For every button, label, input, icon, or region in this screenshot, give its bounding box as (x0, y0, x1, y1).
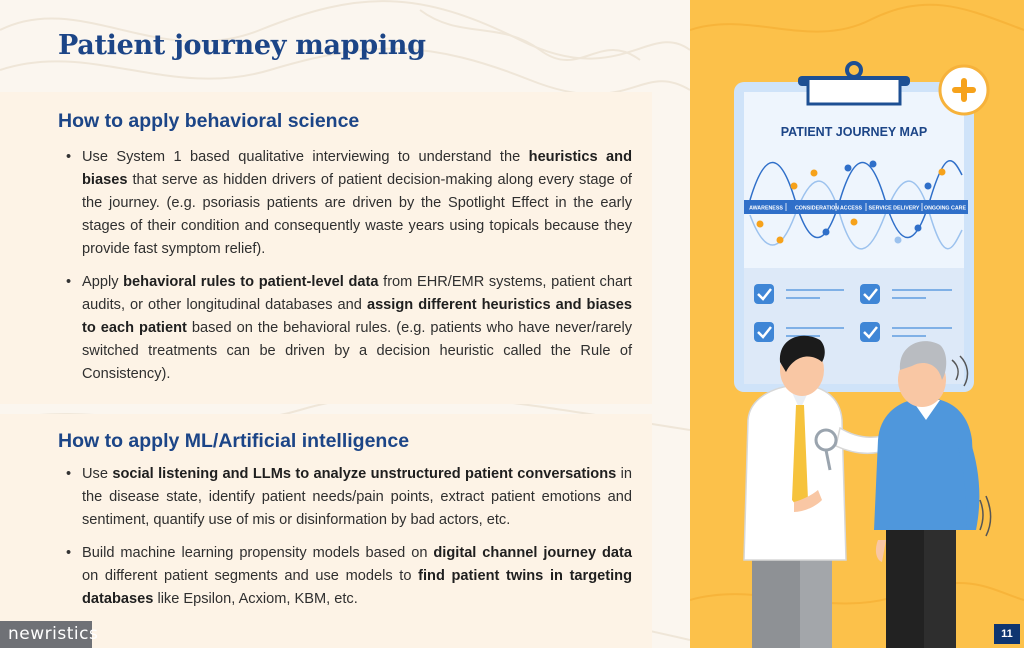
stage-ongoing-care: ONGOING CARE (924, 206, 967, 212)
bold-text: behavioral rules to patient-level data (123, 274, 379, 290)
journey-stage-band (744, 200, 968, 214)
bullet-text: in the disease state, identify patient n… (82, 466, 632, 528)
bullet-item: Use System 1 based qualitative interview… (64, 146, 632, 261)
patient-figure (874, 341, 992, 648)
stage-awareness: AWARENESS (749, 206, 783, 212)
section-heading-ml: How to apply ML/Artificial intelligence (58, 430, 410, 452)
bullet-text: Use System 1 based qualitative interview… (82, 149, 529, 165)
page-title: Patient journey mapping (58, 30, 426, 61)
bullet-item: Build machine learning propensity models… (64, 542, 632, 611)
stage-consideration: CONSIDERATION (795, 206, 839, 212)
check-icon (860, 284, 880, 304)
stage-access: ACCESS (840, 206, 863, 212)
stage-service-delivery: SERVICE DELIVERY (869, 206, 920, 212)
bullet-item: Apply behavioral rules to patient-level … (64, 271, 632, 386)
board-title: PATIENT JOURNEY MAP (781, 125, 928, 139)
bold-text: heuristics and biases (82, 149, 632, 188)
bullet-text: Use (82, 466, 113, 482)
behavioral-bullet-list: Use System 1 based qualitative interview… (64, 146, 632, 396)
ml-bullet-list: Use social listening and LLMs to analyze… (64, 463, 632, 621)
bold-text: digital channel journey data (433, 545, 632, 561)
bullet-text: like Epsilon, Acxiom, KBM, etc. (153, 591, 358, 607)
doctor-figure (743, 335, 901, 648)
bullet-text: Build machine learning propensity models… (82, 545, 434, 561)
check-icon (754, 284, 774, 304)
checklist (754, 284, 952, 342)
bullet-item: Use social listening and LLMs to analyze… (64, 463, 632, 532)
bullet-text: Apply (82, 274, 124, 290)
bullet-text: on different patient segments and use mo… (82, 568, 419, 584)
newristics-logo: newristics (0, 621, 98, 648)
bullet-text: based on the behavioral rules. (e.g. pat… (82, 320, 633, 382)
check-icon (754, 322, 774, 342)
section-heading-behavioral: How to apply behavioral science (58, 110, 360, 132)
journey-dots (756, 160, 946, 244)
check-icon (860, 322, 880, 342)
bold-text: social listening and LLMs to analyze uns… (112, 466, 617, 482)
bold-text: find patient twins in targeting database… (82, 568, 632, 607)
bullet-text: from EHR/EMR systems, patient chart audi… (82, 274, 632, 313)
bold-text: assign different heuristics and biases t… (82, 297, 632, 336)
illustration-panel: PATIENT JOURNEY MAP AWARENESS CONSIDERAT… (690, 0, 1024, 648)
bullet-text: that serve as hidden drivers of patient … (82, 172, 632, 257)
plus-icon (938, 64, 990, 116)
journey-map-illustration: PATIENT JOURNEY MAP AWARENESS CONSIDERAT… (690, 3, 1024, 648)
page-number: 11 (994, 624, 1020, 644)
content-area: Patient journey mapping How to apply beh… (0, 0, 690, 648)
